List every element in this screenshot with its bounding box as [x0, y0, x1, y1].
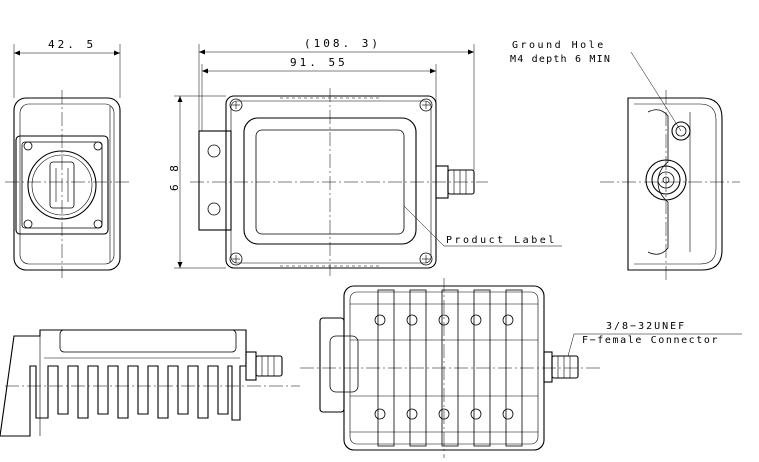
ground-hole-title: Ground Hole	[512, 40, 606, 51]
dim-side-width-label: 42. 5	[48, 38, 96, 51]
dim-side-width: 42. 5	[13, 38, 121, 98]
end-view-left	[5, 90, 130, 278]
end-view-right	[600, 90, 740, 280]
product-label-callout: Product Label	[403, 205, 562, 247]
dim-body-length: 91. 55	[201, 56, 437, 166]
dim-body-length-label: 91. 55	[290, 56, 348, 69]
dim-height-label: 6 8	[168, 162, 181, 191]
ground-hole-callout: Ground Hole M4 depth 6 MIN	[510, 40, 682, 132]
bottom-view	[300, 278, 600, 458]
corner-screws	[229, 98, 433, 266]
front-view	[190, 88, 488, 276]
ground-hole-spec: M4 depth 6 MIN	[510, 54, 611, 65]
product-label-text: Product Label	[446, 235, 557, 246]
connector-thread-text: 3/8−32UNEF	[606, 321, 686, 332]
bottom-holes	[374, 314, 514, 420]
connector-callout: 3/8−32UNEF F−female Connector	[567, 321, 742, 357]
side-view	[0, 329, 300, 437]
dim-total-length-label: (108. 3)	[304, 37, 381, 50]
dim-height: 6 8	[168, 95, 226, 269]
connector-type-text: F−female Connector	[582, 335, 719, 346]
dim-total-length: (108. 3)	[198, 37, 475, 170]
